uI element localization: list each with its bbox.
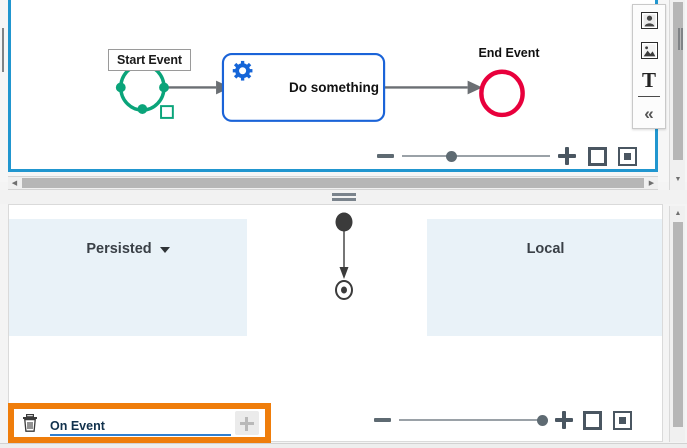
- scroll-up-arrow-bottom[interactable]: ▲: [674, 209, 682, 217]
- end-event-node: [479, 69, 525, 118]
- palette-divider: [638, 96, 660, 97]
- state-machine-svg: [335, 212, 353, 300]
- zoom-slider[interactable]: [402, 148, 550, 164]
- scroll-left-arrow[interactable]: ◀: [11, 180, 18, 187]
- actual-size-icon[interactable]: [618, 146, 637, 166]
- state-pane: Persisted Local: [0, 204, 687, 447]
- region-persisted-label: Persisted: [86, 241, 152, 257]
- fit-to-screen-icon[interactable]: [588, 146, 607, 166]
- event-name-input[interactable]: On Event: [50, 410, 231, 436]
- top-zoom-toolbar: [377, 146, 639, 166]
- start-event-label-text: Start Event: [117, 53, 182, 67]
- region-local[interactable]: Local: [427, 219, 662, 336]
- state-transition: [339, 231, 349, 279]
- bottom-zoom-toolbar: [374, 410, 636, 430]
- right-splitter-grip[interactable]: [678, 28, 684, 50]
- text-icon-glyph: T: [641, 67, 656, 92]
- vertical-scroll-thumb-top[interactable]: [673, 2, 683, 160]
- end-event-label: End Event: [478, 46, 540, 60]
- initial-state-node: [335, 212, 353, 232]
- region-persisted[interactable]: Persisted: [9, 219, 247, 336]
- horizontal-scrollbar-top[interactable]: ◀ ▶: [8, 176, 658, 190]
- service-task-label: Do something: [289, 80, 379, 95]
- start-event-node: [115, 60, 174, 119]
- zoom-slider-knob[interactable]: [446, 150, 458, 162]
- service-task-node: [221, 52, 386, 122]
- sequence-flow-task-end: [384, 80, 483, 95]
- zoom-in-icon-bottom[interactable]: [555, 411, 573, 429]
- collapse-icon[interactable]: «: [633, 98, 665, 128]
- event-name-value: On Event: [50, 419, 105, 433]
- bpmn-diagram-svg: [115, 52, 525, 122]
- actual-size-icon-bottom[interactable]: [613, 410, 632, 430]
- window-bottom-edge: [0, 443, 687, 448]
- collapse-icon-glyph: «: [644, 103, 654, 123]
- region-local-header: Local: [527, 241, 565, 257]
- input-underline: [50, 433, 231, 436]
- zoom-out-icon-bottom[interactable]: [374, 418, 391, 422]
- zoom-slider-knob-bottom[interactable]: [536, 414, 548, 426]
- vertical-scrollbar-bottom[interactable]: ▲: [669, 206, 685, 442]
- zoom-slider-bottom[interactable]: [399, 412, 548, 428]
- fit-to-screen-icon-bottom[interactable]: [583, 410, 602, 430]
- tool-palette: T «: [632, 4, 666, 129]
- final-state-node: [335, 280, 353, 300]
- bpmn-canvas[interactable]: Start Event Do something End Event: [8, 0, 658, 172]
- bpmn-pane: Start Event Do something End Event: [0, 0, 687, 190]
- region-persisted-header: Persisted: [86, 241, 170, 257]
- left-splitter-grip[interactable]: [2, 28, 7, 72]
- gear-icon: [232, 60, 253, 81]
- delete-icon[interactable]: [22, 414, 38, 432]
- zoom-out-icon[interactable]: [377, 154, 394, 158]
- zoom-in-icon[interactable]: [558, 147, 576, 165]
- state-canvas[interactable]: Persisted Local: [8, 204, 663, 442]
- event-bar-highlighted: On Event: [8, 403, 271, 443]
- text-icon[interactable]: T: [633, 65, 665, 95]
- user-icon[interactable]: [633, 5, 665, 35]
- scroll-right-arrow[interactable]: ▶: [648, 180, 655, 187]
- start-event-label: Start Event: [108, 49, 191, 71]
- scroll-down-arrow-top[interactable]: ▼: [674, 175, 682, 183]
- horizontal-scroll-thumb[interactable]: [22, 178, 644, 188]
- sequence-flow-start-task: [164, 80, 231, 95]
- chevron-down-icon[interactable]: [159, 247, 170, 253]
- add-event-button[interactable]: [235, 411, 259, 435]
- vertical-scroll-thumb-bottom[interactable]: [673, 222, 683, 427]
- region-local-label: Local: [526, 241, 565, 257]
- image-icon[interactable]: [633, 35, 665, 65]
- splitter-grip[interactable]: [331, 193, 356, 203]
- horizontal-splitter[interactable]: [0, 190, 687, 205]
